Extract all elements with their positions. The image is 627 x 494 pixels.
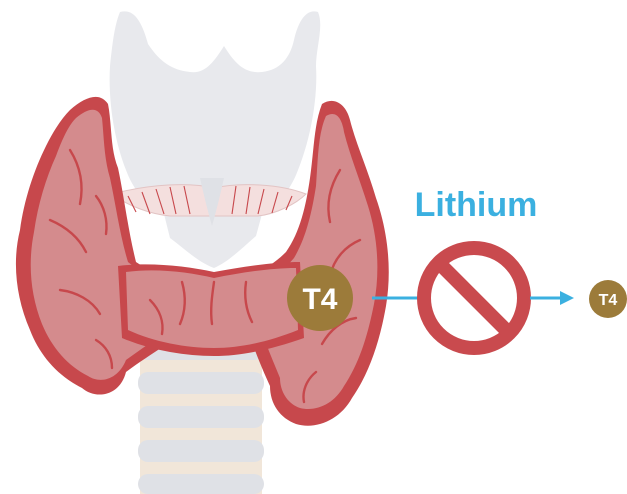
drug-label: Lithium [415, 186, 538, 224]
arrow-right-icon [530, 291, 574, 305]
t4-released-label: T4 [599, 292, 618, 309]
t4-gland-label: T4 [302, 283, 337, 316]
t4-released-badge: T4 [589, 280, 627, 318]
larynx-cartilage [110, 11, 321, 268]
t4-gland-badge: T4 [287, 265, 353, 331]
prohibition-sign-icon [424, 248, 524, 348]
